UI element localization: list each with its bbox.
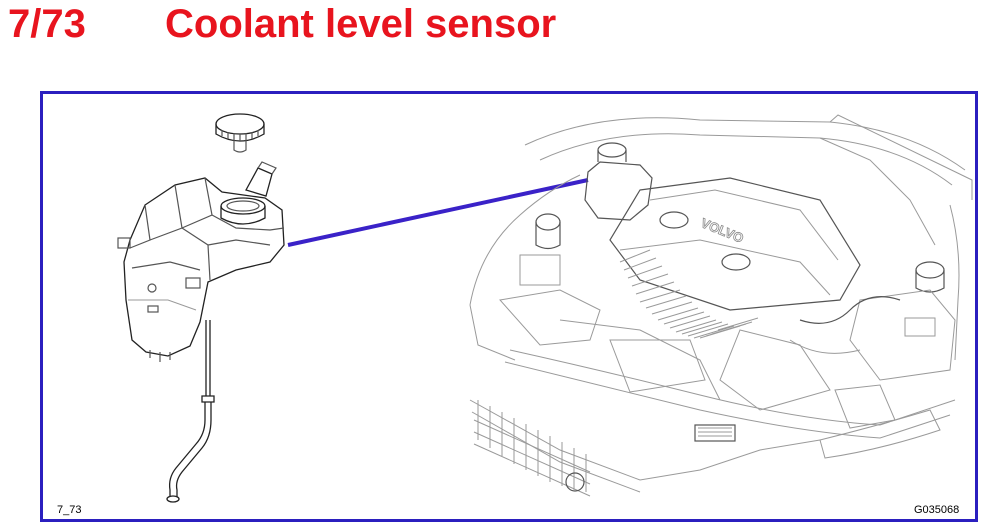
filler-cap (215, 113, 265, 153)
engine-bay-illustration: VOLVO (469, 114, 973, 497)
page-title: Coolant level sensor (165, 2, 557, 46)
figure-id-label: 7_73 (57, 504, 82, 516)
coolant-expansion-tank (117, 113, 285, 503)
diagram-frame (40, 91, 978, 522)
figure-number: 7/73 (8, 2, 86, 46)
leader-line (287, 178, 589, 247)
figure-reference-code: G035068 (914, 504, 960, 516)
